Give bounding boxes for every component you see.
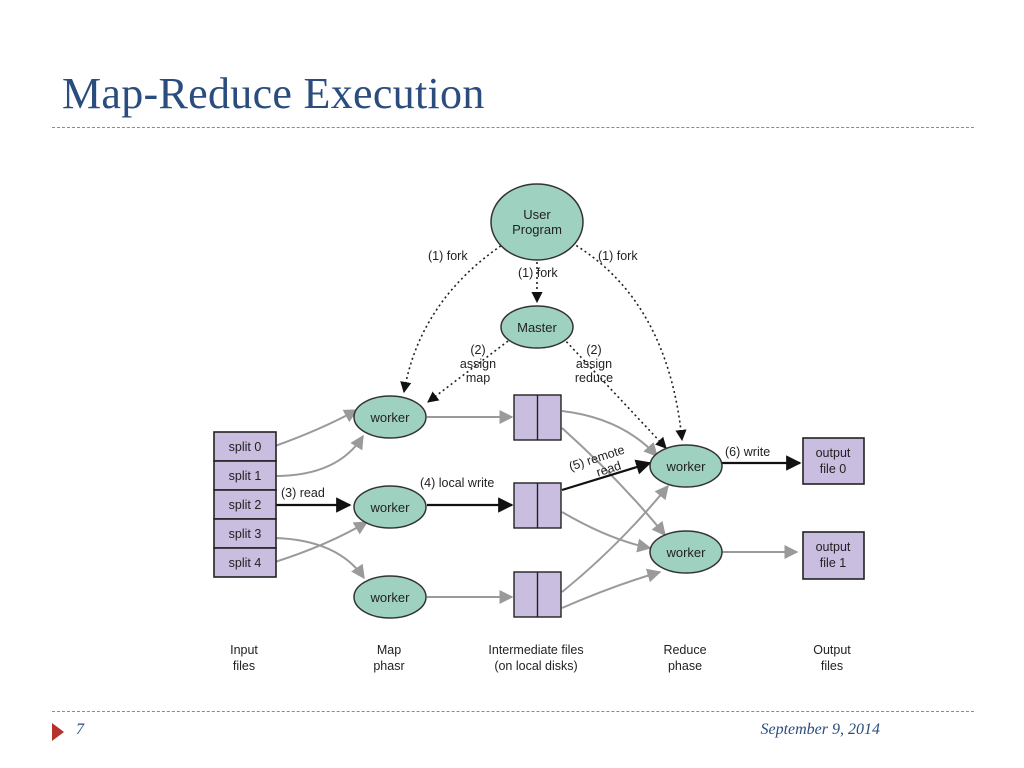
split-1-label: split 1 xyxy=(229,469,262,483)
worker-label: worker xyxy=(665,545,706,560)
reduce-worker-2: worker xyxy=(649,530,723,574)
user-program-label-line2: Program xyxy=(512,222,562,237)
output-file-1-line1: output xyxy=(816,540,851,554)
remote-read-edge xyxy=(561,459,652,492)
col-map-line1: Map xyxy=(377,643,401,657)
fork-edge-right xyxy=(571,242,687,442)
split-0-label: split 0 xyxy=(229,440,262,454)
local-write-label: (4) local write xyxy=(420,476,494,490)
map-worker-3: worker xyxy=(353,575,427,619)
assign-reduce-edge xyxy=(562,337,667,449)
assign-reduce-label-2: assign xyxy=(576,357,612,371)
output-file-1: output file 1 xyxy=(802,531,865,580)
split-3-label: split 3 xyxy=(229,527,262,541)
master-label: Master xyxy=(517,320,557,335)
inter3-to-reducer2 xyxy=(561,568,662,609)
assign-reduce-label-3: reduce xyxy=(575,371,613,385)
col-intermediate-line1: Intermediate files xyxy=(488,643,583,657)
col-reduce-line1: Reduce xyxy=(663,643,706,657)
col-reduce-line2: phase xyxy=(668,659,702,673)
control-edges xyxy=(400,242,687,449)
output-file-0-line1: output xyxy=(816,446,851,460)
slide-date: September 9, 2014 xyxy=(760,721,880,738)
triangle-bullet-icon xyxy=(52,723,64,741)
inter1-to-reducer1 xyxy=(561,410,658,458)
split3-to-worker3 xyxy=(274,537,365,580)
assign-reduce-label-1: (2) xyxy=(586,343,601,357)
col-input-line2: files xyxy=(233,659,255,673)
intermediate-file-2 xyxy=(513,482,562,529)
input-splits: split 0 split 1 split 2 split 3 split 4 xyxy=(213,431,277,578)
slide-number: 7 xyxy=(76,721,84,738)
worker-label: worker xyxy=(665,459,706,474)
intermediate-file-3 xyxy=(513,571,562,618)
master-node: Master xyxy=(500,305,574,349)
column-labels: Input files Map phasr Intermediate files… xyxy=(230,643,851,673)
split-2-label: split 2 xyxy=(229,498,262,512)
title-divider xyxy=(52,127,974,128)
worker-label: worker xyxy=(369,410,410,425)
reduce-worker-1: worker xyxy=(649,444,723,488)
split1-to-worker1 xyxy=(274,434,364,477)
worker-label: worker xyxy=(369,500,410,515)
fork-label-right: (1) fork xyxy=(598,249,638,263)
footer-divider xyxy=(52,711,974,712)
intermediate-file-1 xyxy=(513,394,562,441)
assign-map-label-3: map xyxy=(466,371,490,385)
col-input-line1: Input xyxy=(230,643,258,657)
assign-map-label-2: assign xyxy=(460,357,496,371)
output-file-0-line2: file 0 xyxy=(820,462,846,476)
inter2-to-reducer2 xyxy=(561,511,652,553)
data-edges xyxy=(274,409,799,609)
split3-to-worker2 xyxy=(274,521,369,563)
output-file-1-line2: file 1 xyxy=(820,556,846,570)
inter3-to-reducer1 xyxy=(561,484,669,593)
map-worker-2: worker xyxy=(353,485,427,529)
read-label: (3) read xyxy=(281,486,325,500)
col-output-line1: Output xyxy=(813,643,851,657)
slide-title: Map-Reduce Execution xyxy=(62,69,485,118)
assign-map-label-1: (2) xyxy=(470,343,485,357)
user-program-label-line1: User xyxy=(523,207,551,222)
worker-label: worker xyxy=(369,590,410,605)
inter1-to-reducer2 xyxy=(561,427,666,537)
col-output-line2: files xyxy=(821,659,843,673)
user-program-node: User Program xyxy=(490,183,584,261)
fork-label-left: (1) fork xyxy=(428,249,468,263)
fork-label-mid: (1) fork xyxy=(518,266,558,280)
highlighted-edges xyxy=(275,455,802,513)
col-map-line2: phasr xyxy=(373,659,404,673)
map-worker-1: worker xyxy=(353,395,427,439)
split0-to-worker1 xyxy=(274,409,359,447)
col-intermediate-line2: (on local disks) xyxy=(494,659,577,673)
output-file-0: output file 0 xyxy=(802,437,865,485)
write-label: (6) write xyxy=(725,445,770,459)
split-4-label: split 4 xyxy=(229,556,262,570)
